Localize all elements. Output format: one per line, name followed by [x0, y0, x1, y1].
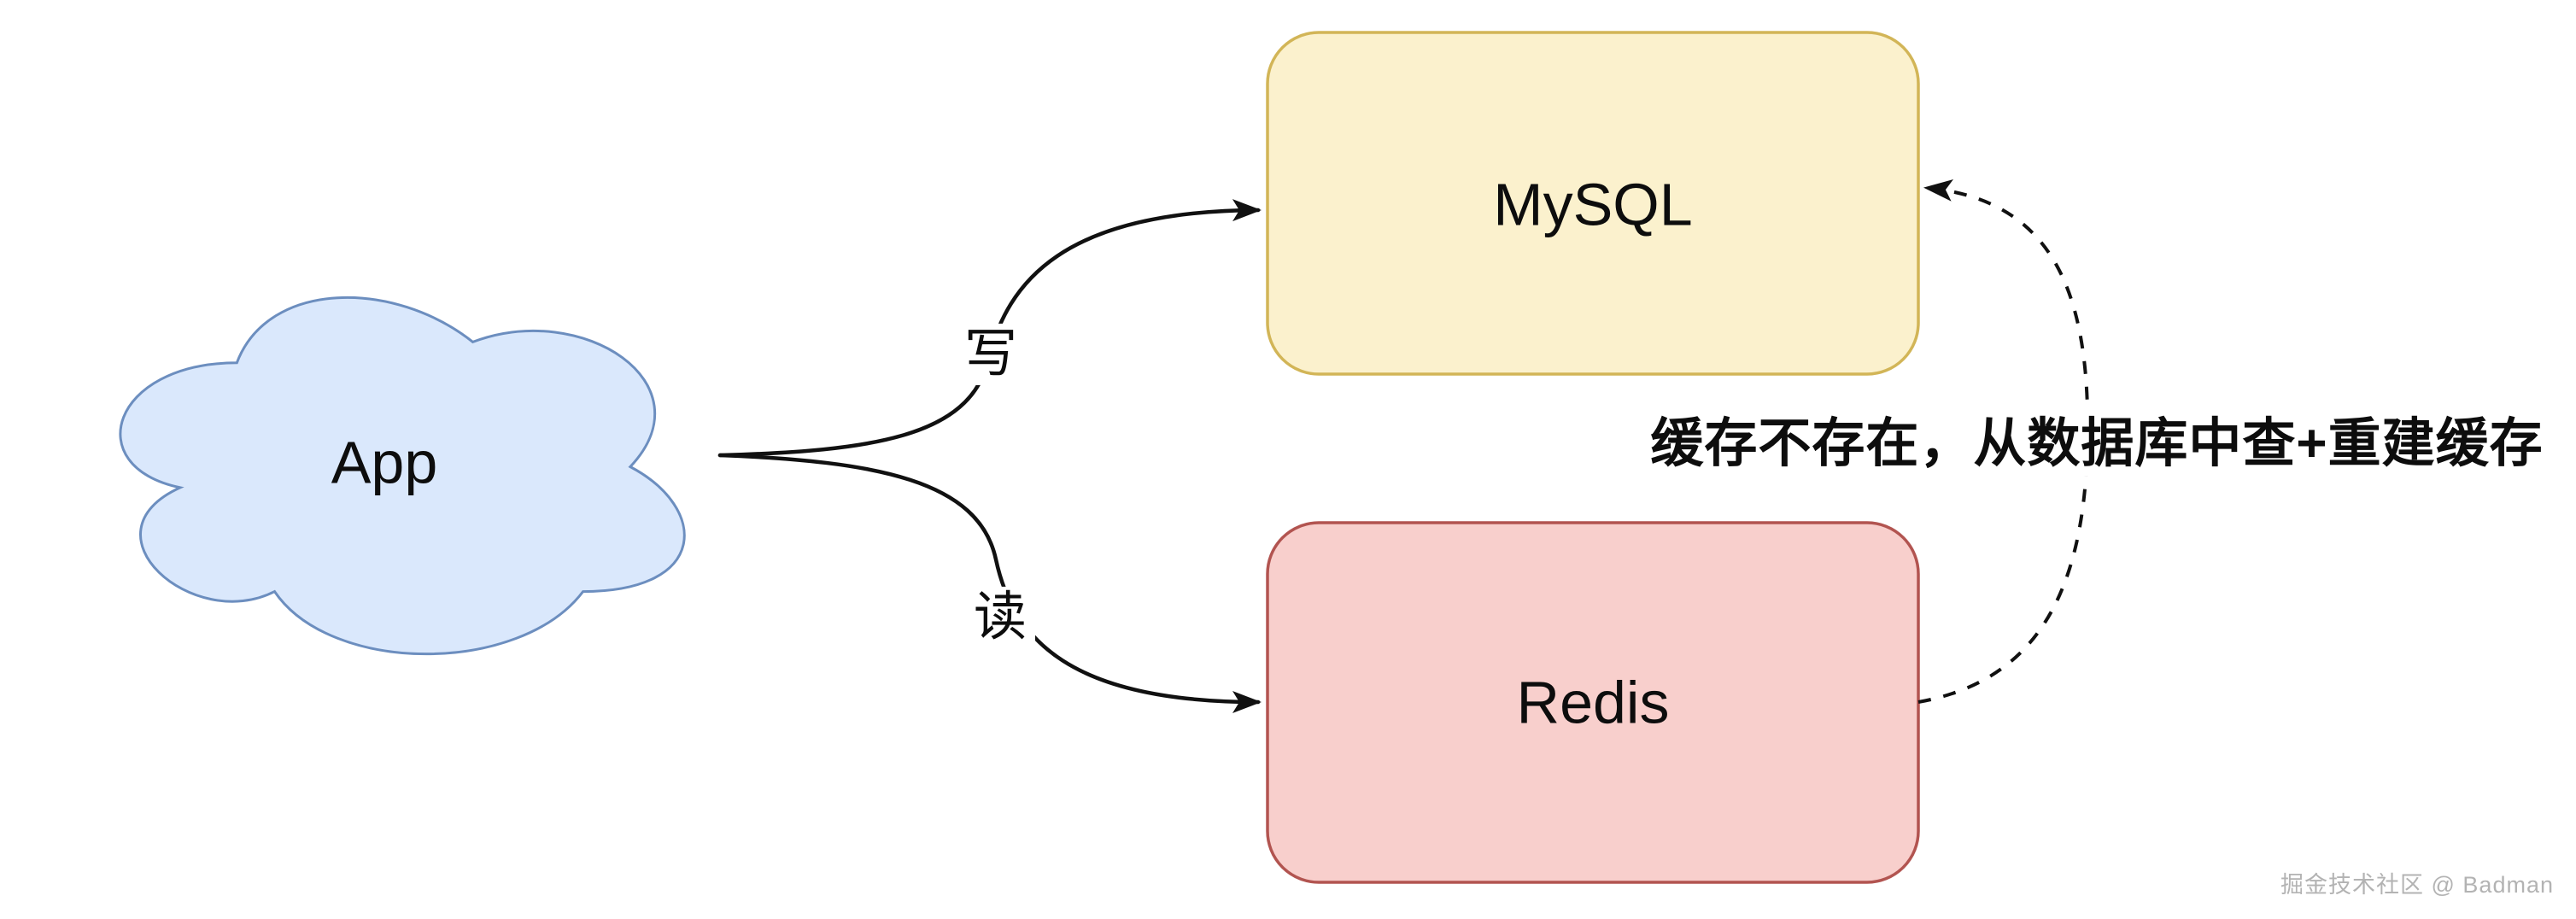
- app-node: [119, 296, 686, 656]
- redis-node-shape: [1266, 521, 1920, 884]
- mysql-node-label: MySQL: [1493, 171, 1693, 238]
- rebuild-cache-annotation: 缓存不存在，从数据库中查+重建缓存: [1640, 411, 2554, 477]
- mysql-node-shape: [1266, 31, 1920, 376]
- write-edge-label: 写: [955, 323, 1027, 386]
- redis-node-label: Redis: [1516, 669, 1670, 736]
- watermark-text: 掘金技术社区 @ Badman: [2280, 872, 2554, 898]
- read-edge-arrow: [717, 453, 1262, 713]
- app-node-label: App: [331, 429, 438, 496]
- cloud-shape: [119, 296, 686, 656]
- read-edge-label: 读: [964, 586, 1036, 649]
